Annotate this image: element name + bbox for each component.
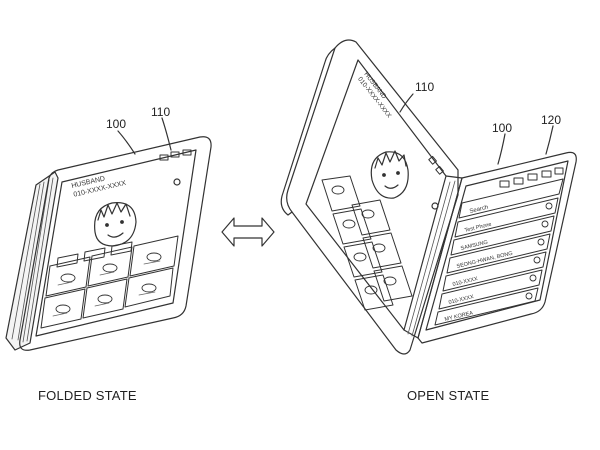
folded-display	[35, 149, 197, 337]
open-contact-row	[442, 251, 547, 292]
call-icon	[533, 256, 541, 264]
open-contact-row	[450, 215, 555, 256]
open-grid-cell	[362, 232, 402, 269]
folded-grid-cell	[129, 235, 179, 277]
open-contact-label: 010-XXXX	[448, 294, 475, 306]
open-grid-cell	[321, 175, 361, 212]
message-icon	[102, 263, 118, 273]
leader-line-120-open	[545, 125, 554, 155]
caption-open-state: OPEN STATE	[407, 388, 490, 403]
open-contact-row	[438, 269, 543, 310]
info-icon	[141, 283, 157, 293]
folded-status-icons	[159, 149, 192, 161]
folded-grid-cell	[45, 256, 91, 297]
open-left-half-body	[286, 39, 459, 355]
folded-micro-labels	[52, 260, 161, 317]
ref-label-100-open: 100	[492, 121, 512, 135]
folded-avatar	[94, 202, 137, 247]
leader-line-110-open	[399, 93, 414, 113]
open-left-button-grid	[321, 175, 413, 311]
open-contact-label: 010-XXXX	[452, 276, 479, 288]
ref-label-100-folded: 100	[106, 117, 126, 131]
folded-device-body	[19, 136, 212, 351]
share-icon	[97, 294, 113, 304]
message-icon	[342, 219, 356, 229]
folded-button-grid	[40, 235, 179, 329]
open-right-half-body	[417, 151, 577, 344]
call-icon	[60, 273, 76, 283]
call-icon	[525, 292, 533, 300]
open-hinge-hatching	[407, 180, 456, 337]
share-icon	[361, 209, 375, 219]
email-icon	[55, 304, 71, 314]
folded-grid-cell	[40, 288, 86, 329]
folded-widget-row	[56, 241, 133, 268]
open-device	[280, 39, 577, 355]
open-left-avatar	[370, 150, 409, 199]
open-left-status-icons	[428, 155, 444, 175]
open-grid-cell	[332, 208, 372, 245]
open-contact-row	[454, 197, 559, 238]
open-contact-row	[446, 233, 551, 274]
video-icon	[353, 252, 367, 262]
email-icon	[364, 285, 378, 295]
open-right-status-icons	[499, 167, 564, 188]
open-grid-cell	[343, 241, 383, 278]
more-icon	[383, 276, 397, 286]
open-left-grid-icons	[331, 185, 397, 295]
call-icon	[331, 185, 345, 195]
ref-label-120-open: 120	[541, 113, 561, 127]
leader-line-100-open	[497, 133, 506, 165]
open-grid-cell	[373, 265, 413, 302]
leader-line-100-folded	[117, 130, 136, 155]
open-search-label: Search	[469, 205, 489, 215]
folded-grid-cell	[124, 267, 174, 308]
open-search-bar	[458, 178, 564, 219]
open-second-display	[425, 160, 569, 331]
open-left-half-edge	[280, 47, 336, 216]
call-icon	[545, 202, 553, 210]
video-icon	[146, 252, 162, 262]
folded-grid-cell	[87, 246, 133, 287]
folded-grid-cell	[82, 278, 128, 319]
call-icon	[529, 274, 537, 282]
open-contact-row	[434, 287, 539, 326]
open-right-row-icons	[525, 202, 553, 300]
ref-label-110-open: 110	[415, 80, 434, 94]
transition-double-arrow	[221, 217, 275, 247]
open-right-contact-list	[434, 178, 564, 326]
call-icon	[541, 220, 549, 228]
leader-line-110-folded	[161, 117, 172, 151]
open-round-indicator	[431, 202, 439, 210]
folded-grid-icons	[55, 252, 162, 314]
caption-folded-state: FOLDED STATE	[38, 388, 137, 403]
call-icon	[537, 238, 545, 246]
open-grid-cell	[354, 274, 394, 311]
folded-device	[5, 117, 212, 351]
info-icon	[372, 243, 386, 253]
ref-label-110-folded: 110	[151, 105, 170, 119]
open-grid-cell	[351, 199, 391, 236]
folded-edge-hatching	[11, 177, 54, 343]
folded-round-indicator	[173, 178, 181, 186]
